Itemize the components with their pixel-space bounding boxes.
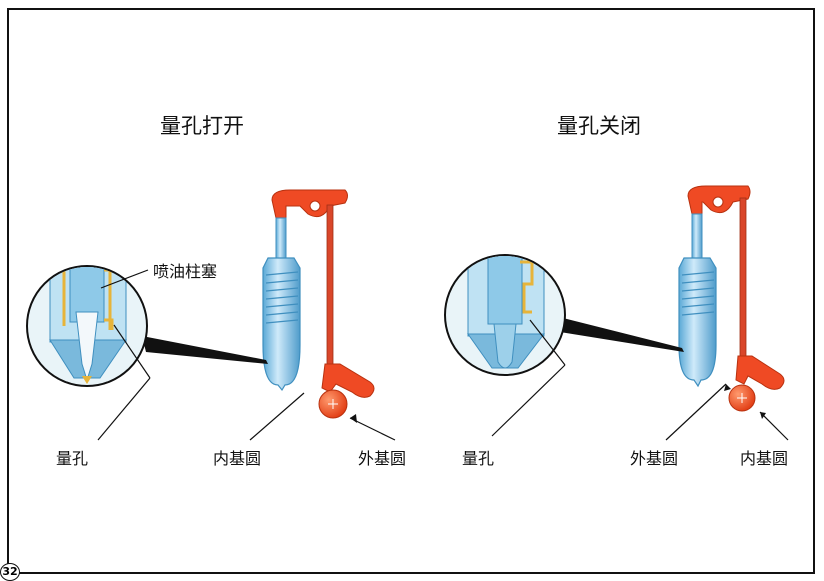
page-number: 32 bbox=[0, 563, 20, 581]
right-title: 量孔关闭 bbox=[557, 114, 641, 138]
left-injector-spring bbox=[265, 271, 299, 324]
right-magnifier-pointer bbox=[555, 316, 684, 352]
right-injector-assembly bbox=[444, 185, 785, 412]
right-injector-body bbox=[678, 257, 717, 388]
right-rocker-pivot bbox=[712, 196, 724, 208]
right-outer-circle-arrow bbox=[724, 384, 731, 391]
right-inner-circle-arrow bbox=[760, 412, 766, 419]
left-label-plunger: 喷油柱塞 bbox=[153, 262, 218, 281]
right-plunger-fuel-path bbox=[520, 260, 534, 314]
left-label-outer-base-circle: 外基圆 bbox=[358, 449, 407, 468]
right-leader-lines bbox=[491, 319, 789, 441]
left-title: 量孔打开 bbox=[160, 114, 244, 138]
right-cam-follower bbox=[735, 355, 785, 390]
left-magnifier-pointer bbox=[142, 336, 268, 364]
right-injector-stem bbox=[691, 213, 703, 259]
right-label-metering-hole: 量孔 bbox=[462, 449, 495, 468]
right-injector-spring bbox=[681, 271, 715, 316]
left-injector-body bbox=[262, 257, 301, 392]
left-pushrod bbox=[326, 204, 334, 366]
left-label-metering-hole: 量孔 bbox=[56, 449, 89, 468]
right-pushrod bbox=[739, 197, 747, 361]
left-rocker-arm bbox=[271, 189, 348, 219]
right-label-inner-base-circle: 内基圆 bbox=[740, 449, 789, 468]
left-injector-assembly bbox=[26, 189, 375, 419]
left-cam-follower bbox=[321, 363, 375, 398]
left-leader-lines bbox=[97, 269, 396, 441]
diagram-frame bbox=[7, 8, 815, 574]
left-rocker-pivot bbox=[309, 200, 321, 212]
left-injector-stem bbox=[275, 217, 287, 259]
left-label-inner-base-circle: 内基圆 bbox=[213, 449, 262, 468]
left-outer-circle-arrow bbox=[350, 414, 357, 423]
right-label-outer-base-circle: 外基圆 bbox=[630, 449, 679, 468]
